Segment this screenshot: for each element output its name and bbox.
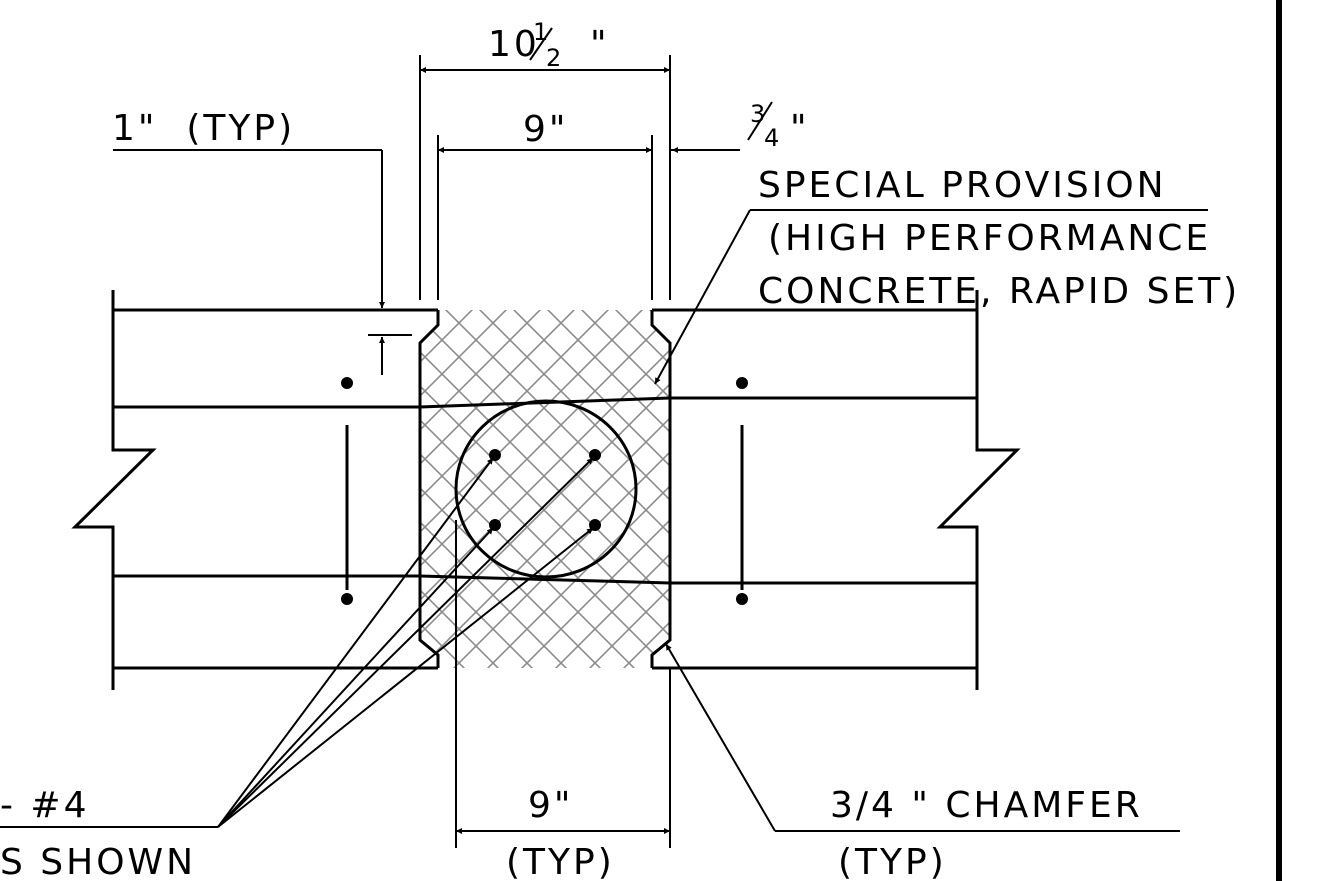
slab-right xyxy=(652,290,1021,690)
dim-overall-numerator: 1 xyxy=(533,18,548,46)
slab-left xyxy=(71,290,438,690)
chamfer-label: 3/4 " CHAMFER xyxy=(830,785,1143,826)
dim-bottom-width xyxy=(455,520,671,848)
dim-bottom-width-label: 9" xyxy=(528,785,573,826)
special-provision-line-2: (HIGH PERFORMANCE xyxy=(768,218,1211,259)
slab-bottom-continuity xyxy=(419,574,671,585)
dim-chamfer-top-numerator: 3 xyxy=(750,100,765,128)
typ-cover-leader xyxy=(113,149,412,375)
dim-inner-width-top xyxy=(437,135,653,300)
chamfer-leader xyxy=(665,643,1180,832)
special-provision-leader xyxy=(654,209,1208,385)
chamfer-note: (TYP) xyxy=(838,842,947,881)
dim-overall-whole: 10 xyxy=(488,24,540,65)
typ-cover-label: 1" (TYP) xyxy=(112,108,295,149)
bar-bundle-circle xyxy=(454,399,638,579)
special-provision-line-1: SPECIAL PROVISION xyxy=(758,165,1167,206)
dim-chamfer-top-denominator: 4 xyxy=(764,124,779,152)
dim-overall-width xyxy=(419,55,671,300)
bars-label-line-2: S SHOWN xyxy=(0,842,196,881)
dim-bottom-width-note: (TYP) xyxy=(506,842,615,881)
dim-overall-denominator: 2 xyxy=(546,44,561,72)
bar-1 xyxy=(489,449,501,461)
dim-chamfer-top-unit: " xyxy=(790,108,810,149)
special-provision-line-3: CONCRETE, RAPID SET) xyxy=(758,271,1240,312)
rebar-right xyxy=(736,377,748,605)
rebar-left xyxy=(341,377,353,605)
bar-leaders xyxy=(0,457,594,828)
bars-label-line-1: - #4 xyxy=(0,785,90,826)
dim-inner-width-top-label: 9" xyxy=(523,109,568,150)
closure-pour-outline xyxy=(418,310,672,668)
dim-overall-unit: " xyxy=(590,24,610,65)
